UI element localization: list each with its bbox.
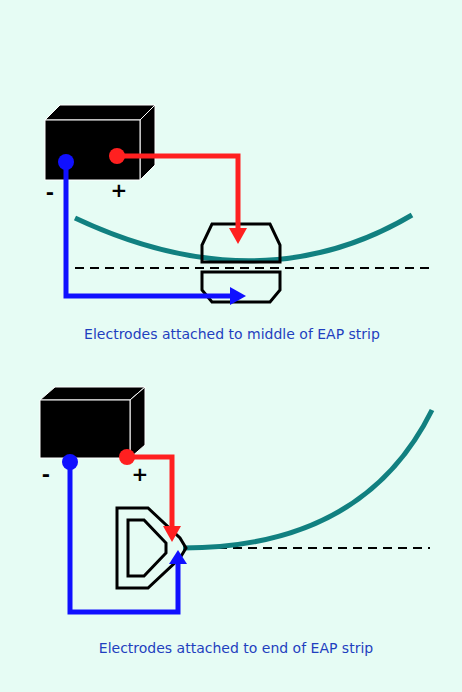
eap-strip [183,410,432,548]
red-wire-top [117,156,247,244]
battery-top [45,105,155,180]
terminal-sign: - [42,462,50,486]
negative-terminal [58,154,74,170]
battery-bottom [40,387,145,458]
rest-line [75,267,430,269]
clamp-middle [202,224,280,302]
blue-wire-bottom [70,462,187,612]
caption-text: Electrodes attached to end of EAP strip [99,640,373,656]
eap-strip [75,215,412,261]
terminal-sign: + [111,178,128,202]
positive-terminal [109,148,125,164]
red-wire-bottom [127,457,181,542]
terminal-sign: - [46,180,54,204]
negative-terminal [62,454,78,470]
caption-text: Electrodes attached to middle of EAP str… [84,326,380,342]
terminal-sign: + [132,462,149,486]
blue-wire-top [66,162,246,305]
